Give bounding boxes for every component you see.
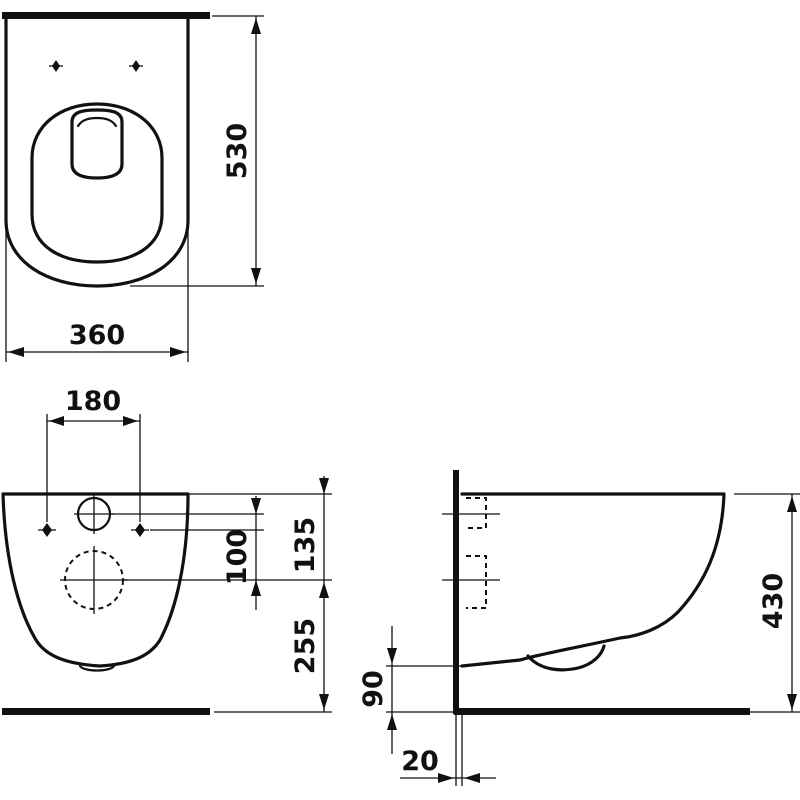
dimension-255-label: 255 bbox=[290, 618, 321, 674]
front-fixing-hole-right bbox=[131, 523, 149, 537]
side-floor-line bbox=[454, 708, 750, 715]
side-bracket-lower bbox=[466, 555, 487, 609]
dimension-135-label: 135 bbox=[290, 517, 321, 573]
side-view: 430 90 20 bbox=[358, 470, 800, 786]
front-dimension-135: 135 bbox=[290, 476, 329, 580]
side-dimension-430: 430 bbox=[734, 493, 800, 713]
top-flush-rim bbox=[70, 108, 124, 180]
dimension-90-label: 90 bbox=[358, 670, 389, 708]
front-fixing-hole-left bbox=[38, 523, 56, 537]
front-outlet bbox=[60, 546, 128, 614]
side-dimension-90: 90 bbox=[358, 626, 397, 754]
side-wall bbox=[453, 470, 459, 714]
top-bowl-outline bbox=[4, 17, 190, 288]
front-dimension-180: 180 bbox=[46, 386, 141, 522]
side-bracket-upper bbox=[466, 497, 487, 529]
front-body-outline bbox=[1, 492, 190, 668]
front-floor-line bbox=[2, 708, 210, 715]
top-view: 530 360 bbox=[2, 12, 264, 362]
top-dimension-530: 530 bbox=[130, 15, 264, 287]
top-dimension-360: 360 bbox=[5, 220, 189, 362]
dimension-180-label: 180 bbox=[65, 386, 121, 417]
side-dimension-20: 20 bbox=[400, 714, 496, 786]
front-view: 180 100 135 255 bbox=[1, 386, 332, 715]
dimension-100-label: 100 bbox=[222, 529, 253, 585]
dimension-430-label: 430 bbox=[758, 573, 789, 629]
dimension-360-label: 360 bbox=[69, 320, 125, 351]
dimension-20-label: 20 bbox=[401, 746, 439, 777]
top-flush-rim-inner bbox=[76, 116, 118, 128]
front-dimension-255: 255 bbox=[290, 580, 329, 712]
top-fixing-mark-right bbox=[129, 60, 143, 72]
front-dimension-100: 100 bbox=[222, 496, 261, 610]
top-wall-line bbox=[2, 12, 210, 19]
side-siphon bbox=[526, 644, 606, 672]
front-foot bbox=[78, 664, 116, 672]
front-flush-inlet bbox=[74, 494, 114, 534]
dimension-530-label: 530 bbox=[222, 123, 253, 179]
side-bowl-outline bbox=[460, 492, 726, 668]
top-fixing-mark-left bbox=[49, 60, 63, 72]
top-seat-opening bbox=[30, 102, 164, 264]
